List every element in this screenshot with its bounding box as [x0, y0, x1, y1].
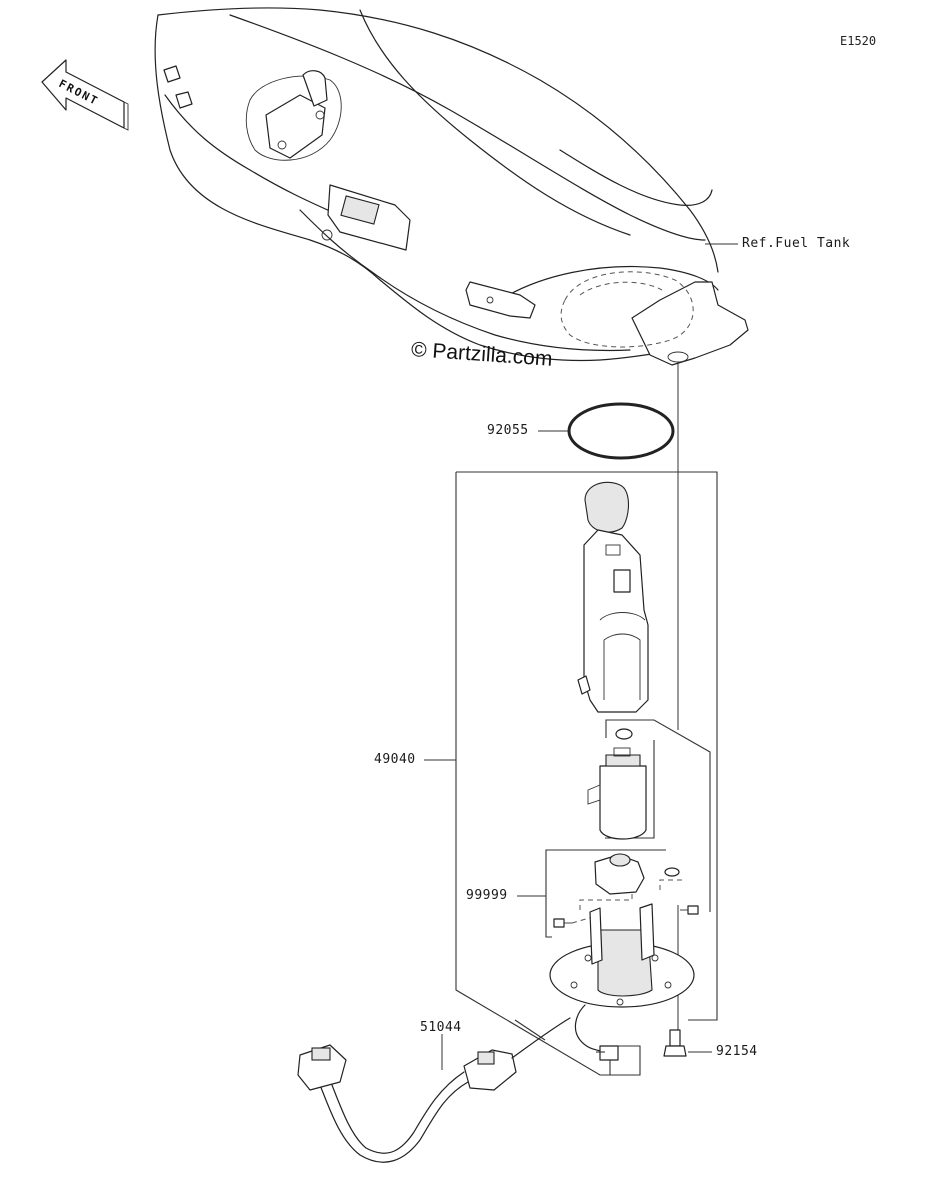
sub-box-99999: [545, 849, 666, 882]
gasket-92055: [538, 402, 675, 460]
fuel-tank: [154, 7, 749, 366]
fuel-pump-upper: [577, 481, 649, 713]
screw-left: [553, 918, 572, 928]
pump-base-plate: [549, 903, 695, 1008]
small-o-ring: [615, 728, 633, 740]
fuel-pump-motor: [587, 747, 647, 840]
part-number-49040[interactable]: 49040: [374, 752, 416, 767]
wire-harness-51044: [297, 1017, 571, 1163]
diagram-code: E1520: [840, 34, 877, 48]
pressure-regulator: [594, 853, 645, 895]
front-arrow-icon: FRONT: [41, 59, 129, 131]
sub-box-pump: [605, 719, 711, 912]
ref-fuel-tank-label: Ref.Fuel Tank: [742, 236, 851, 251]
bolt-92154: [663, 1029, 712, 1057]
part-number-92055[interactable]: 92055: [487, 423, 529, 438]
part-number-51044[interactable]: 51044: [420, 1020, 462, 1035]
part-number-92154[interactable]: 92154: [716, 1044, 758, 1059]
screw-right: [680, 905, 699, 915]
part-number-99999[interactable]: 99999: [466, 888, 508, 903]
base-harness: [574, 1004, 641, 1076]
o-ring-regulator: [664, 867, 680, 877]
